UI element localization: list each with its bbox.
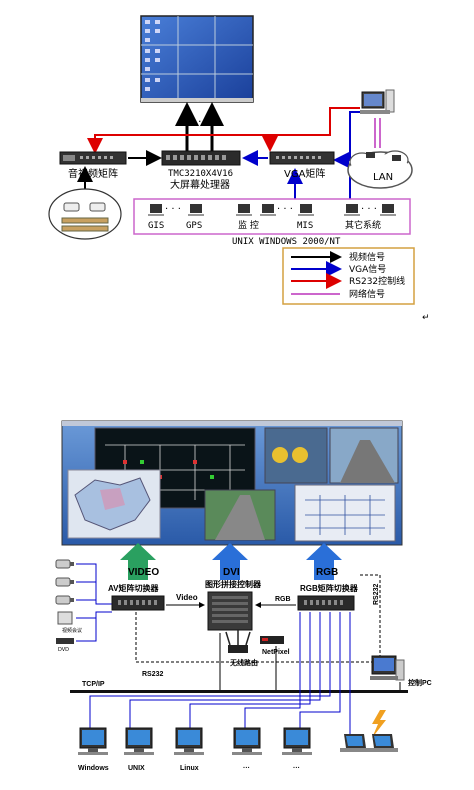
video-arrow: [120, 543, 156, 580]
vga-matrix-device: VGA矩阵: [269, 151, 335, 180]
control-pc-label: 控制PC: [408, 678, 432, 687]
splice-controller-label: 图形拼接控制器: [205, 579, 262, 589]
laptop-2: [368, 734, 398, 752]
video-signal-arrows: · · ·: [175, 102, 224, 155]
rs232-lines: [87, 107, 360, 154]
ws-gps-label: GPS: [186, 221, 202, 231]
diagram-1: · · · 音视频矩阵 TMC: [48, 15, 430, 323]
camera-1: [55, 559, 74, 569]
os-label: UNIX WINDOWS 2000/NT: [232, 237, 341, 247]
video-arrow-label: VIDEO: [128, 567, 159, 578]
video-wall-3x3: [140, 15, 254, 103]
control-pc-top: [360, 89, 395, 114]
client-computers: Windows UNIX Linux ··· ···: [78, 727, 398, 772]
av-switcher-label: AV矩阵切换器: [108, 583, 160, 593]
av-matrix-label: 音视频矩阵: [68, 167, 118, 180]
computer-5: [282, 727, 312, 755]
processor-name: 大屏幕处理器: [170, 178, 230, 191]
signal-arrows: VIDEO DVI RGB: [120, 543, 342, 580]
bus-label: TCP/IP: [82, 681, 105, 688]
diagram-2: VIDEO DVI RGB 视频会议 DVD AV矩阵切换器: [55, 420, 432, 772]
lan-label: LAN: [373, 172, 393, 183]
av-matrix-device: 音视频矩阵: [59, 151, 127, 180]
camera-3: [55, 595, 74, 605]
video-link-label: Video: [176, 593, 198, 602]
dvi-arrow-label: DVI: [223, 567, 240, 578]
ws-gis-label: GIS: [148, 221, 164, 231]
control-pc: 控制PC: [370, 655, 432, 687]
wireless-router-label: 无线路由: [229, 658, 258, 667]
ws-monitor-label: 监 控: [238, 219, 259, 231]
lightning-icon: [372, 710, 386, 738]
laptop-1: [340, 734, 370, 752]
computer-linux: [174, 727, 204, 755]
ws-dots-1: · · ·: [165, 204, 181, 215]
legend: 视频信号 VGA信号 RS232控制线 网络信号: [282, 247, 415, 305]
large-display-wall: [61, 420, 403, 546]
video-conf-device: [57, 611, 73, 625]
ws-dots-3: · · ·: [361, 204, 377, 215]
workstation-group: · · · · · · · · · GIS GPS 监 控 MIS 其它系统: [133, 198, 411, 235]
ws-dots-2: · · ·: [277, 204, 293, 215]
computer-label-unix: UNIX: [128, 765, 145, 772]
camera-group: [48, 188, 122, 240]
legend-vga: VGA信号: [349, 263, 386, 275]
camera-2: [55, 577, 74, 587]
rgb-link-label: RGB: [275, 596, 291, 603]
lan-cloud: LAN: [347, 150, 413, 189]
ws-other-label: 其它系统: [345, 219, 381, 231]
video-conf-label: 视频会议: [62, 627, 82, 634]
computer-label-linux: Linux: [180, 765, 199, 772]
rgb-arrow: [306, 543, 342, 580]
processor-model: TMC3210X4V16: [168, 169, 233, 179]
rs232-right-label: RS232: [373, 583, 380, 605]
vga-matrix-label: VGA矩阵: [284, 167, 325, 180]
wall-dots: · · ·: [191, 115, 208, 128]
rs232-bottom-label: RS232: [142, 671, 164, 678]
dvi-arrow: [212, 543, 248, 580]
wireless-router: 无线路由 NetPixel: [225, 630, 290, 667]
graphics-splice-controller: 图形拼接控制器: [205, 579, 262, 631]
computer-unix: [124, 727, 154, 755]
ws-mis-label: MIS: [297, 221, 313, 231]
dvd-label: DVD: [58, 647, 69, 653]
tcp-ip-bus: TCP/IP: [70, 616, 408, 740]
rgb-switcher-label: RGB矩阵切换器: [300, 583, 359, 593]
legend-rs232: RS232控制线: [349, 275, 405, 287]
computer-label-4: ···: [243, 765, 250, 772]
rgb-matrix-switcher: RGB矩阵切换器: [297, 583, 359, 611]
computer-4: [232, 727, 262, 755]
return-mark: ↵: [422, 313, 430, 323]
av-matrix-switcher: AV矩阵切换器: [108, 583, 165, 611]
big-screen-processor: TMC3210X4V16 大屏幕处理器: [161, 150, 241, 191]
video-sources: 视频会议 DVD: [55, 559, 112, 653]
dvd-device: [56, 638, 74, 644]
computer-windows: [78, 727, 108, 755]
legend-video: 视频信号: [349, 251, 385, 263]
rgb-arrow-label: RGB: [316, 567, 338, 578]
computer-label-windows: Windows: [78, 765, 109, 772]
legend-network: 网络信号: [349, 288, 385, 300]
computer-label-5: ···: [293, 765, 300, 772]
